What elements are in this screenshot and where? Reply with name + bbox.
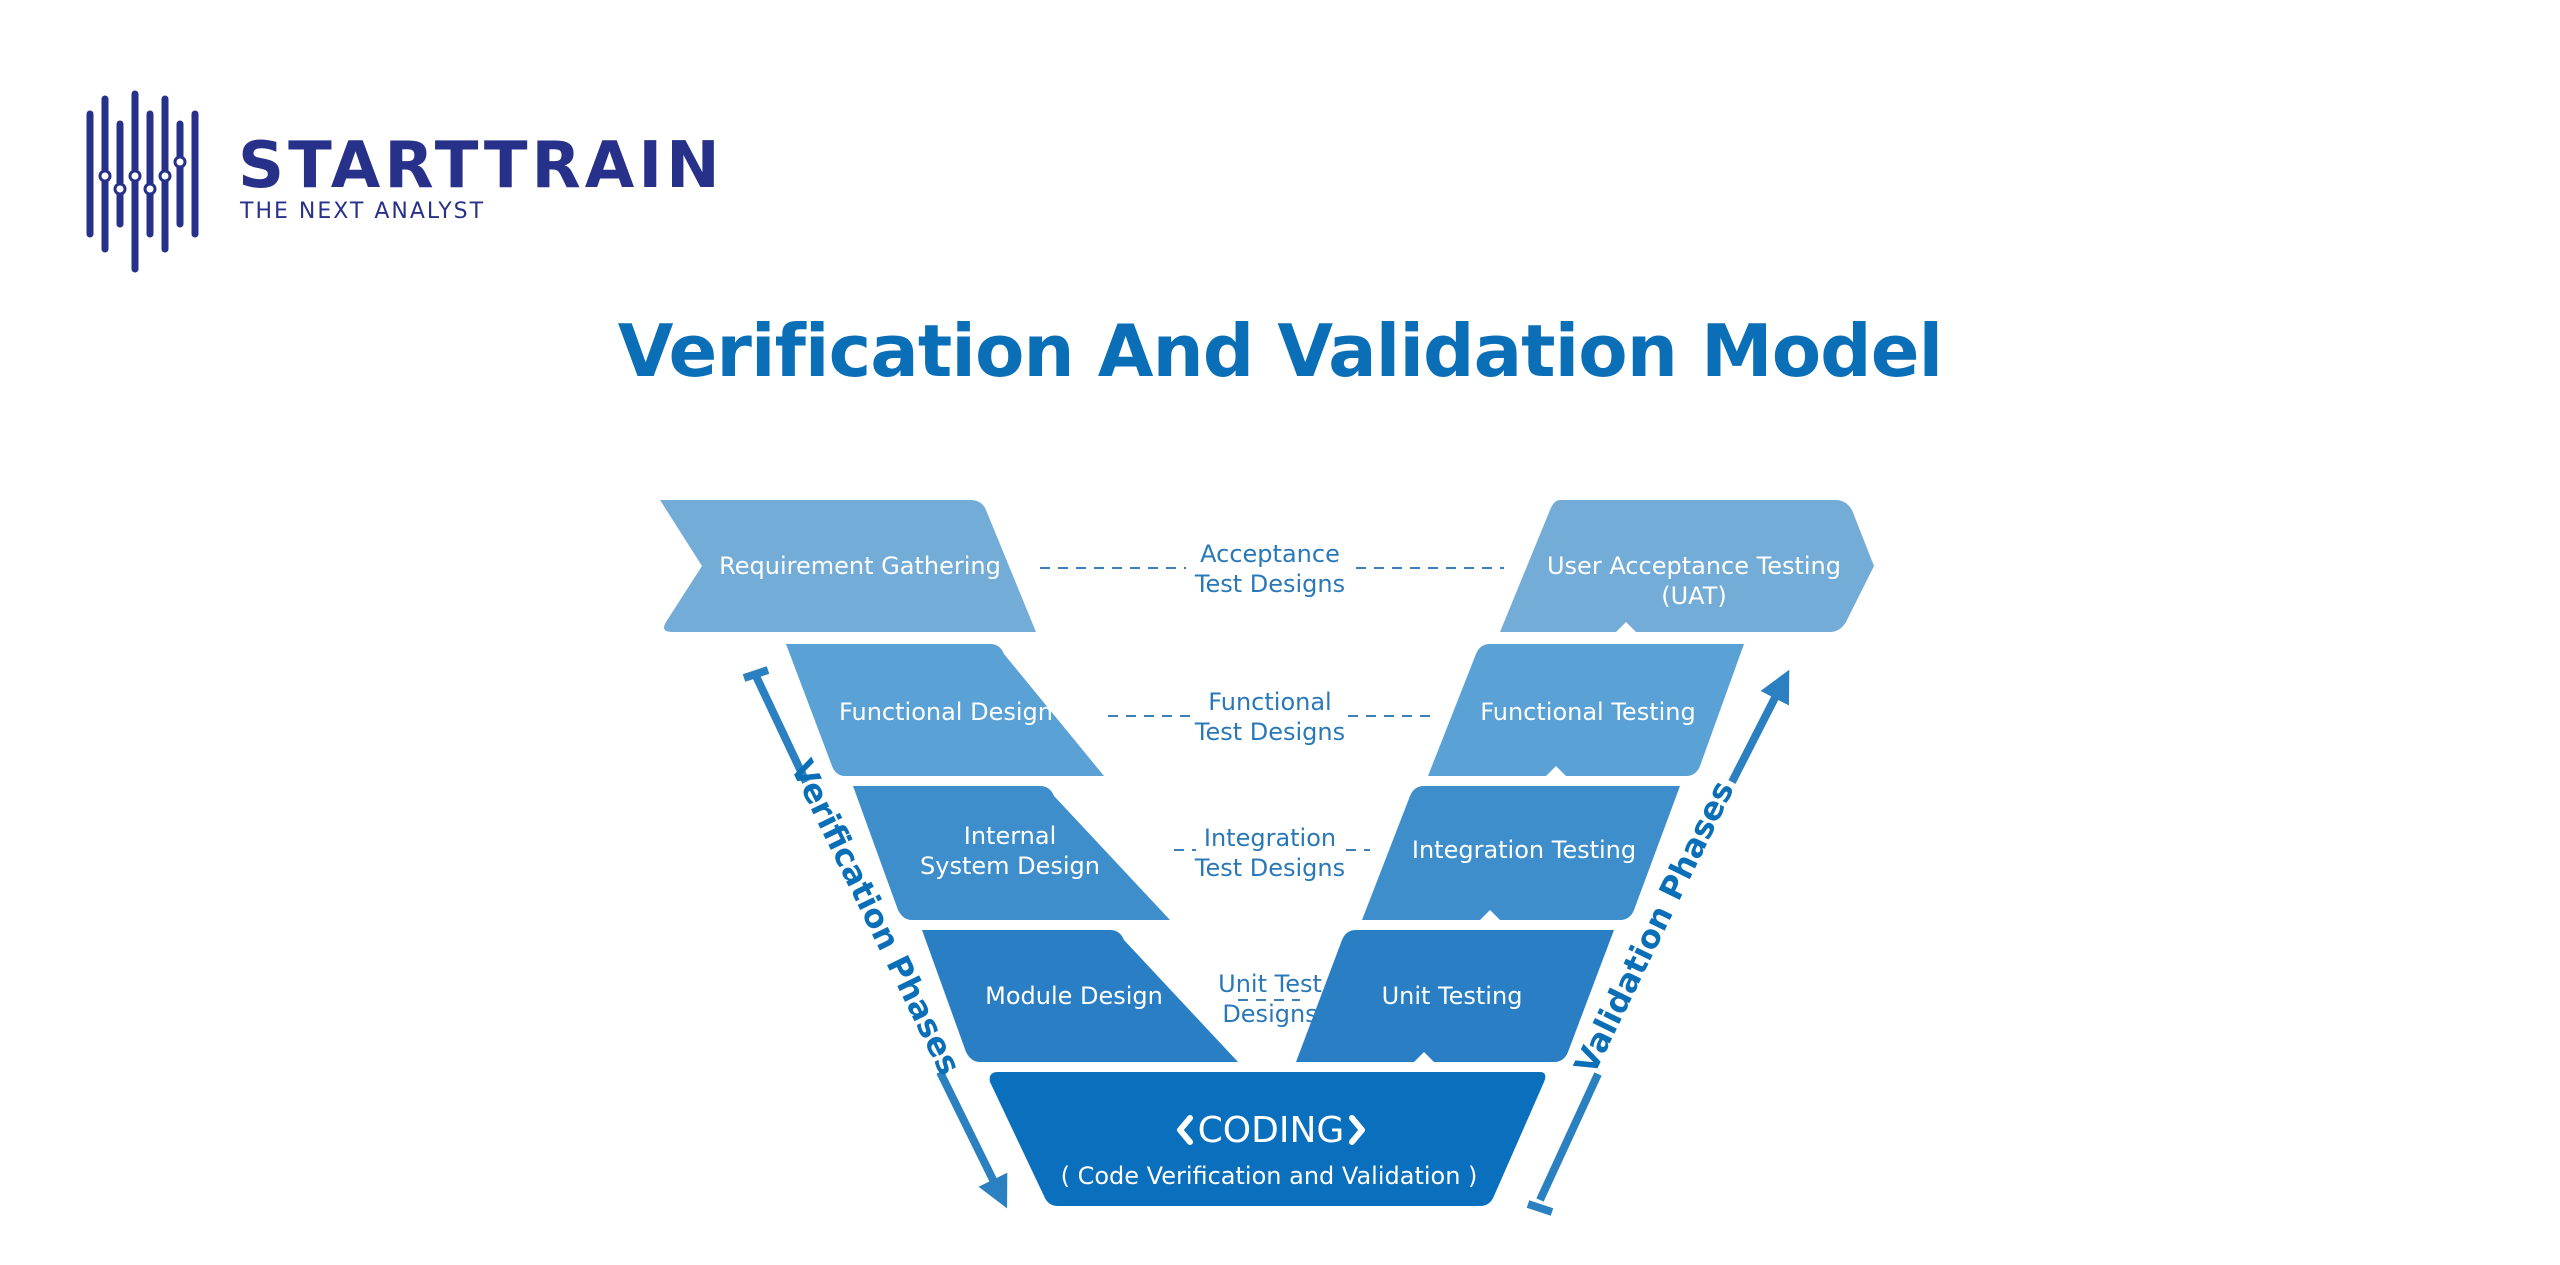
coding-chevron-left-icon: [1177, 1115, 1193, 1145]
logo-mark-icon: [86, 90, 199, 273]
design-integration-1: Integration: [1204, 824, 1336, 852]
functional-design-box: [786, 644, 1104, 776]
logo: STARTTRAIN THE NEXT ANALYST: [80, 84, 720, 284]
step-uat-2: (UAT): [1661, 582, 1727, 610]
uat-box: [1500, 500, 1874, 632]
coding-subtitle: ( Code Verification and Validation ): [1061, 1162, 1478, 1190]
verification-arrow: [742, 666, 1008, 1209]
step-integration-testing: Integration Testing: [1412, 836, 1636, 864]
brand-name: STARTTRAIN: [238, 129, 724, 203]
design-unit-2: Designs: [1222, 1000, 1317, 1028]
internal-system-design-box: [853, 786, 1170, 920]
design-acceptance-2: Test Designs: [1194, 570, 1345, 598]
step-uat-1: User Acceptance Testing: [1547, 552, 1841, 580]
step-unit-testing: Unit Testing: [1382, 982, 1523, 1010]
design-integration-2: Test Designs: [1194, 854, 1345, 882]
requirement-gathering-box: [660, 500, 1036, 632]
coding-chevron-right-icon: [1349, 1115, 1365, 1145]
step-internal-system-design-2: System Design: [920, 852, 1100, 880]
design-acceptance-1: Acceptance: [1200, 540, 1340, 568]
step-internal-system-design-1: Internal: [964, 822, 1057, 850]
step-module-design: Module Design: [985, 982, 1163, 1010]
validation-steps: [1296, 500, 1874, 1062]
page-title: Verification And Validation Model: [617, 309, 1943, 393]
unit-testing-box: [1296, 930, 1614, 1062]
verification-steps: [660, 500, 1238, 1062]
module-design-box: [922, 930, 1238, 1062]
integration-testing-box: [1362, 786, 1680, 920]
row-notches: [900, 622, 1636, 1072]
coding-title: CODING: [1198, 1110, 1345, 1151]
validation-arrow: [1526, 669, 1790, 1216]
step-requirement-gathering: Requirement Gathering: [719, 552, 1001, 580]
coding-box: [989, 1072, 1546, 1206]
step-functional-testing: Functional Testing: [1480, 698, 1695, 726]
step-functional-design: Functional Design: [839, 698, 1053, 726]
brand-tagline: THE NEXT ANALYST: [240, 199, 486, 224]
design-functional-2: Test Designs: [1194, 718, 1345, 746]
functional-testing-box: [1428, 644, 1744, 776]
design-functional-1: Functional: [1208, 688, 1331, 716]
design-unit-1: Unit Test: [1218, 970, 1322, 998]
dashed-connectors: [1040, 567, 1504, 1001]
